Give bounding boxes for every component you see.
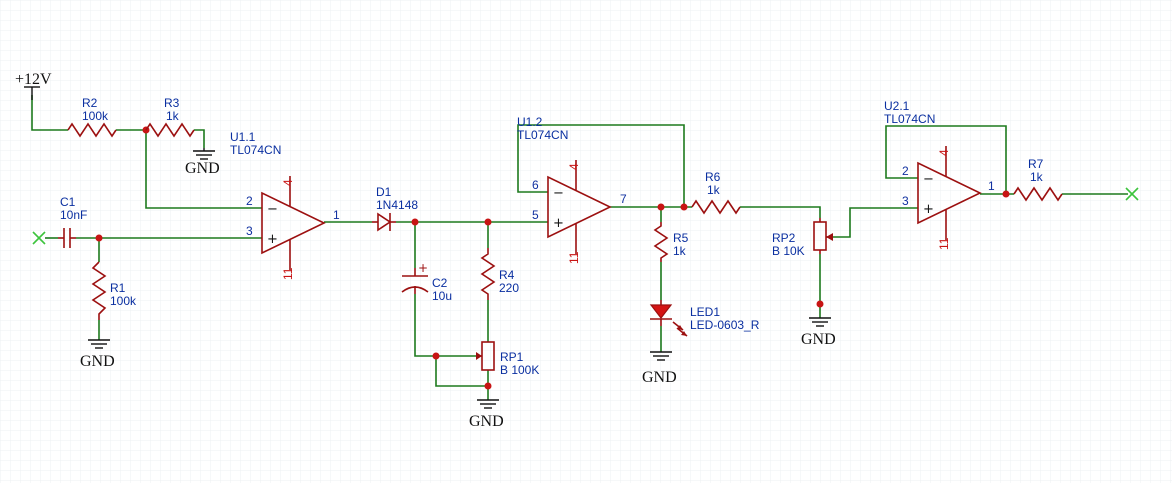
u21-minus-sign: − [923, 172, 934, 187]
u11-plus-sign: + [267, 232, 278, 247]
u12-pin-inv: 6 [532, 178, 539, 192]
opamp-u11[interactable]: − + 2 3 1 4 11 U1.1 TL074CN [230, 130, 340, 280]
r5-ref: R5 [673, 231, 689, 245]
supply-label: +12V [15, 71, 52, 88]
gnd-r3-symbol: GND [185, 148, 220, 177]
potentiometer-rp2[interactable]: RP2 B 10K [772, 218, 833, 258]
r4-value: 220 [499, 281, 519, 295]
r7-ref: R7 [1028, 157, 1044, 171]
r7-value: 1k [1030, 170, 1044, 184]
r2-value: 100k [82, 109, 109, 123]
no-connect-left-icon [32, 231, 46, 245]
u12-minus-sign: − [553, 186, 564, 201]
power-supply-symbol: +12V [15, 71, 52, 100]
gnd-rp2-label: GND [801, 331, 836, 348]
opamp-u12[interactable]: − + 6 5 7 4 11 U1.2 TL074CN [517, 115, 627, 264]
resistor-r6[interactable]: R6 1k [691, 170, 741, 215]
gnd-rp2-symbol: GND [801, 317, 836, 348]
resistor-r7[interactable]: R7 1k [1013, 157, 1063, 202]
r1-ref: R1 [110, 281, 126, 295]
u11-pin-vpos: 4 [281, 179, 295, 186]
rp2-ref: RP2 [772, 231, 796, 245]
u21-ref: U2.1 [884, 99, 910, 113]
c1-ref: C1 [60, 195, 76, 209]
u11-value: TL074CN [230, 143, 281, 157]
u21-pin-inv: 2 [902, 164, 909, 178]
opamp-u21[interactable]: − + 2 3 1 4 11 U2.1 TL074CN [884, 99, 995, 250]
u12-value: TL074CN [517, 128, 568, 142]
rp1-ref: RP1 [500, 350, 524, 364]
no-connect-right-icon [1125, 187, 1139, 201]
gnd-rp1-symbol: GND [469, 399, 504, 430]
u11-minus-sign: − [267, 202, 278, 217]
u12-pin-vneg: 11 [567, 251, 581, 264]
c2-ref: C2 [432, 276, 448, 290]
r3-value: 1k [166, 109, 180, 123]
r5-value: 1k [673, 244, 687, 258]
gnd-rp1-label: GND [469, 413, 504, 430]
c2-polarity-plus: + [418, 261, 428, 275]
gnd-led-label: GND [642, 369, 677, 386]
gnd-r3-label: GND [185, 160, 220, 177]
r4-ref: R4 [499, 268, 515, 282]
u11-pin-vneg: 11 [281, 267, 295, 280]
c1-value: 10nF [60, 208, 87, 222]
u21-pin-vpos: 4 [937, 149, 951, 156]
u12-pin-out: 7 [620, 192, 627, 206]
u12-pin-noninv: 5 [532, 208, 539, 222]
u21-plus-sign: + [923, 202, 934, 217]
resistor-r2[interactable]: R2 100k [67, 96, 117, 138]
gnd-r1-label: GND [80, 353, 115, 370]
u12-pin-vpos: 4 [567, 163, 581, 170]
resistor-r1[interactable]: R1 100k [91, 261, 137, 320]
junction-dots [95, 126, 1010, 390]
u21-pin-vneg: 11 [937, 237, 951, 250]
rp2-value: B 10K [772, 244, 805, 258]
capacitor-c2[interactable]: + C2 10u [401, 261, 452, 303]
u21-pin-noninv: 3 [902, 194, 909, 208]
u12-plus-sign: + [553, 216, 564, 231]
resistor-r4[interactable]: R4 220 [480, 248, 519, 300]
d1-ref: D1 [376, 185, 392, 199]
potentiometer-rp1[interactable]: RP1 B 100K [476, 341, 539, 377]
r2-ref: R2 [82, 96, 98, 110]
rp1-value: B 100K [500, 363, 539, 377]
r1-value: 100k [110, 294, 137, 308]
u11-pin-inv: 2 [246, 194, 253, 208]
gnd-led-symbol: GND [642, 351, 677, 386]
resistor-r3[interactable]: R3 1k [145, 96, 195, 138]
u21-pin-out: 1 [988, 179, 995, 193]
r6-value: 1k [707, 183, 721, 197]
u11-pin-out: 1 [333, 208, 340, 222]
d1-value: 1N4148 [376, 198, 418, 212]
resistor-r5[interactable]: R5 1k [653, 222, 689, 262]
u12-ref: U1.2 [517, 115, 543, 129]
u11-ref: U1.1 [230, 130, 256, 144]
led1-value: LED-0603_R [690, 318, 760, 332]
r3-ref: R3 [164, 96, 180, 110]
u21-value: TL074CN [884, 112, 935, 126]
capacitor-c1[interactable]: C1 10nF [58, 195, 87, 248]
led1-ref: LED1 [690, 305, 720, 319]
diode-d1[interactable]: D1 1N4148 [372, 185, 418, 232]
led-led1[interactable]: LED1 LED-0603_R [649, 300, 760, 337]
gnd-r1-symbol: GND [80, 339, 115, 370]
c2-value: 10u [432, 289, 452, 303]
r6-ref: R6 [705, 170, 721, 184]
u11-pin-noninv: 3 [246, 224, 253, 238]
